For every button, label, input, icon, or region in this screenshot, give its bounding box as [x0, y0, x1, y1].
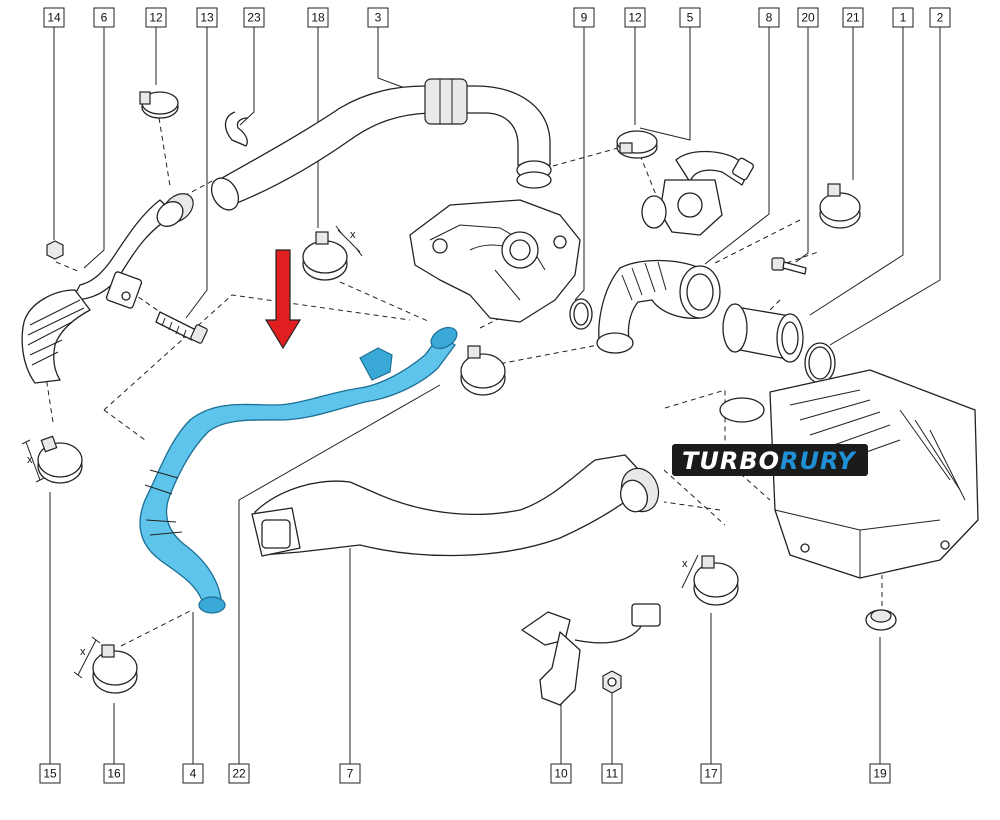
callout-12-mid-label: 12: [628, 11, 642, 25]
turbo-housing: [409, 199, 581, 323]
part-5-valve: [641, 150, 754, 236]
callouts-bottom: 15 16 4 22 7 10 11 17 19: [39, 763, 891, 784]
logo-part2: RURY: [780, 447, 857, 475]
callout-17-label: 17: [704, 767, 718, 781]
callout-19: 19: [869, 763, 891, 784]
part-7-duct: [251, 454, 660, 557]
callout-17: 17: [700, 763, 722, 784]
part-21-clamp: [819, 183, 861, 229]
callout-18: 18: [307, 7, 329, 28]
callout-23: 23: [243, 7, 265, 28]
callout-4-label: 4: [190, 767, 197, 781]
callout-3: 3: [367, 7, 389, 28]
part-17-clamp: x: [681, 554, 739, 606]
callout-20: 20: [797, 7, 819, 28]
callout-11-label: 11: [606, 767, 619, 781]
svg-text:TURBORURY: TURBORURY: [682, 447, 857, 475]
part-9-oring: [569, 298, 593, 330]
callout-4: 4: [182, 763, 204, 784]
air-filter-box: [719, 369, 979, 579]
callout-7: 7: [339, 763, 361, 784]
callout-8: 8: [758, 7, 780, 28]
callout-1: 1: [892, 7, 914, 28]
part-2-oring: [804, 342, 836, 384]
callout-13: 13: [196, 7, 218, 28]
turborury-logo: TURBORURY: [672, 444, 868, 476]
dimension-x-18: x: [350, 229, 356, 241]
part-15-clamp: x: [21, 435, 83, 484]
red-arrow: [264, 249, 302, 350]
callout-14-label: 14: [47, 11, 61, 25]
callout-22-label: 22: [232, 767, 246, 781]
callout-15-label: 15: [43, 767, 57, 781]
callout-15: 15: [39, 763, 61, 784]
callout-16-label: 16: [107, 767, 121, 781]
logo-part1: TURBO: [682, 447, 780, 475]
callout-18-label: 18: [311, 11, 325, 25]
part-14-nut: [46, 240, 64, 260]
dimension-x-17: x: [682, 558, 688, 570]
callout-23-label: 23: [247, 11, 261, 25]
dimension-x-16: x: [80, 646, 86, 658]
callouts-top: 14 6 12 13 23 18 3 9 12 5 8 20 21 1 2: [43, 7, 951, 28]
callout-21-label: 21: [846, 11, 860, 25]
part-16-clamp: x: [73, 636, 138, 694]
callout-12-mid: 12: [624, 7, 646, 28]
leader-lines: [49, 27, 941, 764]
callout-10: 10: [550, 763, 572, 784]
part-4-highlighted-hose: [139, 326, 458, 614]
callout-12-left-label: 12: [149, 11, 163, 25]
callout-5-label: 5: [687, 11, 694, 25]
part-10-bracket: [521, 603, 661, 706]
callout-20-label: 20: [801, 11, 815, 25]
callout-13-label: 13: [200, 11, 214, 25]
callout-2-label: 2: [937, 11, 944, 25]
part-8-elbow: [596, 259, 721, 354]
part-20-screw: [771, 257, 807, 275]
callout-7-label: 7: [347, 767, 354, 781]
part-12-clamp-left: [139, 91, 179, 119]
callout-16: 16: [103, 763, 125, 784]
callout-14: 14: [43, 7, 65, 28]
callout-11: 11: [601, 763, 623, 784]
part-18-clamp: x: [302, 225, 363, 281]
part-13-bolt: [155, 311, 208, 344]
part-6-hose: [21, 193, 194, 384]
part-23-clip: [224, 111, 249, 147]
callout-10-label: 10: [554, 767, 568, 781]
callout-19-label: 19: [873, 767, 887, 781]
callout-9-label: 9: [581, 11, 588, 25]
part-22-clamp: [460, 345, 506, 396]
callout-1-label: 1: [900, 11, 907, 25]
callout-22: 22: [228, 763, 250, 784]
part-3-upper-pipe: [210, 78, 552, 211]
callout-12-left: 12: [145, 7, 167, 28]
part-1-sensor-tube: [722, 303, 804, 363]
callout-8-label: 8: [766, 11, 773, 25]
callout-6: 6: [93, 7, 115, 28]
callout-6-label: 6: [101, 11, 108, 25]
callout-2: 2: [929, 7, 951, 28]
callout-21: 21: [842, 7, 864, 28]
callout-5: 5: [679, 7, 701, 28]
part-12-clamp-mid: [616, 130, 658, 159]
callout-3-label: 3: [375, 11, 382, 25]
callout-9: 9: [573, 7, 595, 28]
part-19-grommet: [865, 609, 897, 631]
dimension-x-15: x: [27, 454, 33, 466]
part-11-nut: [602, 670, 622, 694]
